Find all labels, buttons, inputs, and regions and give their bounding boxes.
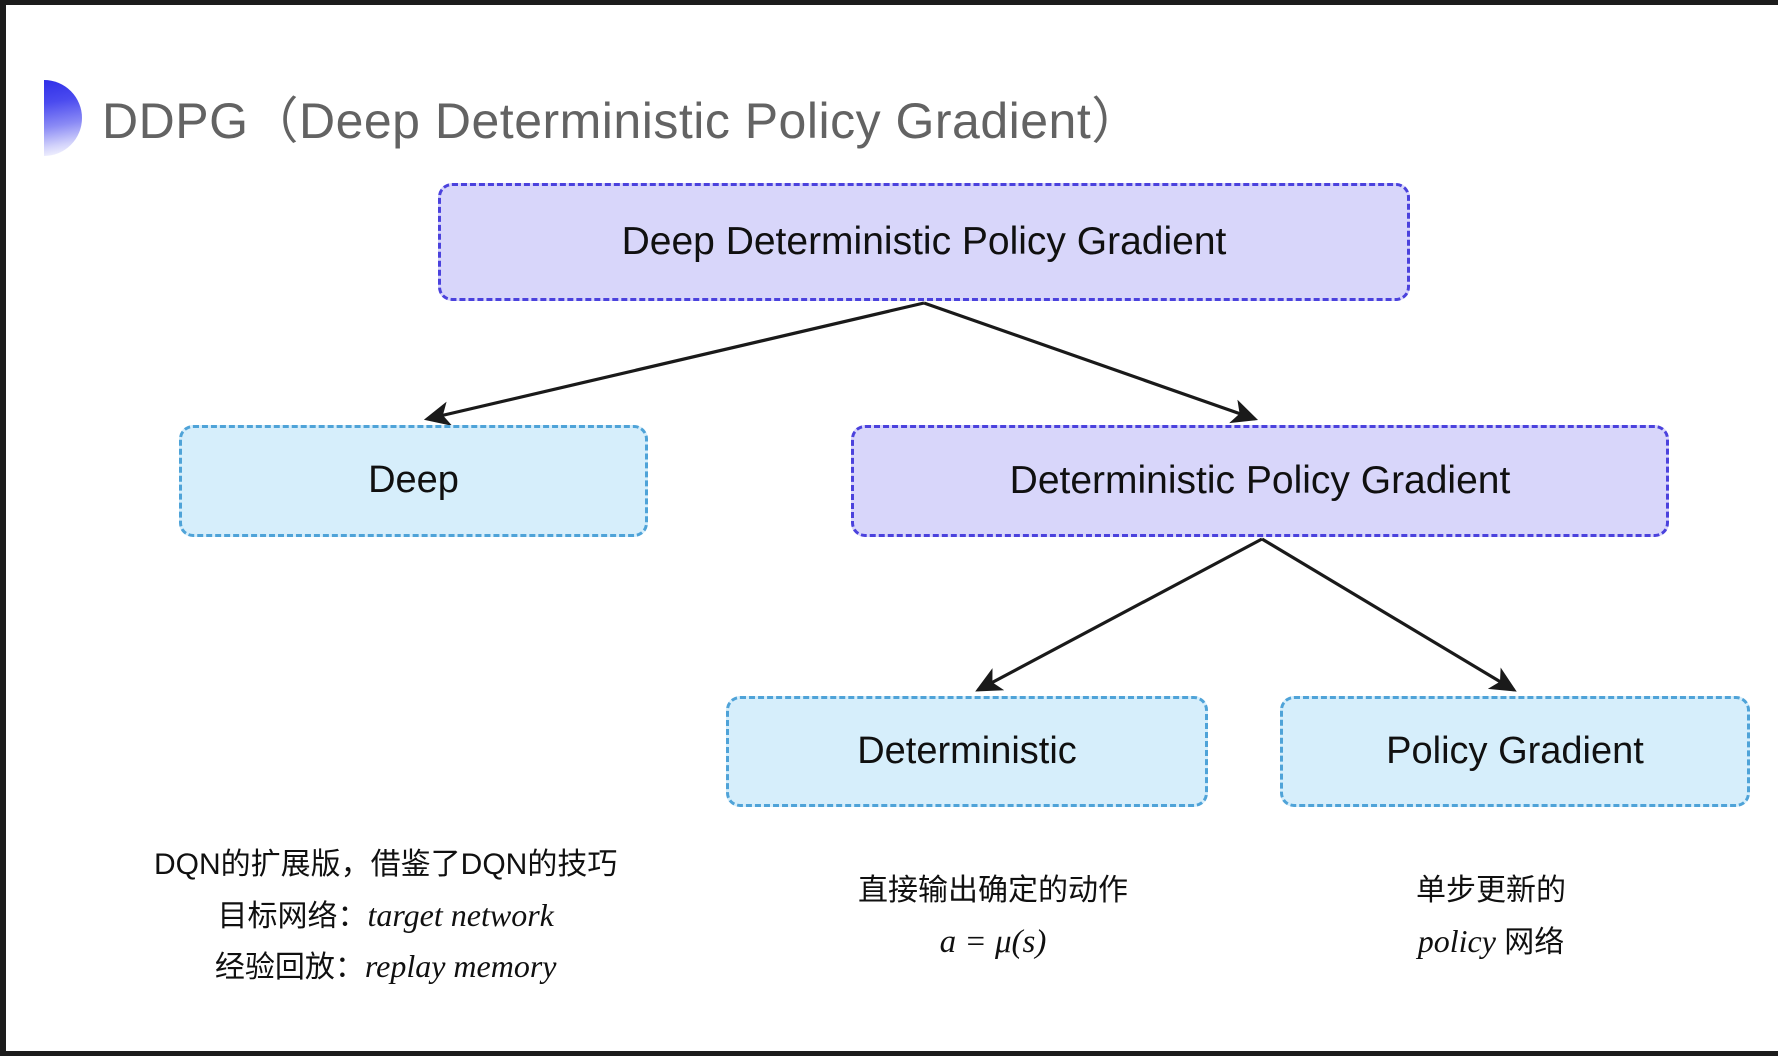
caption-deep-line-2-term: target network: [367, 896, 554, 933]
caption-policy-gradient-term: policy: [1417, 922, 1496, 959]
node-label: Deterministic: [857, 729, 1077, 772]
node-deep-deterministic-policy-gradient[interactable]: Deep Deterministic Policy Gradient: [438, 183, 1410, 301]
decorative-semicircle: [44, 80, 82, 156]
caption-policy-gradient-suffix: 网络: [1504, 925, 1565, 959]
caption-policy-gradient: 单步更新的 policy 网络: [1416, 867, 1566, 967]
edge-dpg-to-policy-gradient: [1261, 537, 1517, 692]
caption-deep-line-2-label: 目标网络：: [217, 899, 368, 933]
caption-policy-gradient-line-1: 单步更新的: [1416, 874, 1566, 907]
caption-deep-line-3-term: replay memory: [364, 948, 557, 985]
caption-deterministic: 直接输出确定的动作 a = μ(s): [858, 867, 1128, 969]
edge-dpg-to-deterministic: [975, 537, 1263, 692]
caption-deep-line-1: DQN的扩展版，借鉴了DQN的技巧: [154, 848, 618, 881]
caption-deterministic-line-1: 直接输出确定的动作: [858, 874, 1128, 907]
edge-root-to-dpg: [923, 301, 1259, 424]
node-label: Deep: [368, 459, 459, 502]
caption-deep-line-3-label: 经验回放：: [214, 951, 365, 985]
caption-deep-line-2: 目标网络：target network: [154, 890, 617, 942]
node-label: Deep Deterministic Policy Gradient: [621, 219, 1227, 263]
caption-deep: DQN的扩展版，借鉴了DQN的技巧 目标网络：target network 经验…: [154, 841, 617, 993]
node-label: Deterministic Policy Gradient: [1009, 458, 1511, 502]
caption-policy-gradient-line-2: policy 网络: [1416, 916, 1566, 968]
edge-root-to-deep: [423, 301, 925, 426]
caption-deterministic-formula: a = μ(s): [939, 923, 1047, 960]
node-label: Policy Gradient: [1386, 729, 1644, 772]
node-policy-gradient[interactable]: Policy Gradient: [1280, 696, 1750, 807]
caption-deep-line-3: 经验回放：replay memory: [154, 941, 617, 993]
node-deterministic[interactable]: Deterministic: [726, 696, 1208, 807]
node-deterministic-policy-gradient[interactable]: Deterministic Policy Gradient: [851, 425, 1669, 537]
node-deep[interactable]: Deep: [179, 425, 648, 537]
page-title: DDPG（Deep Deterministic Policy Gradient）: [102, 93, 1142, 149]
